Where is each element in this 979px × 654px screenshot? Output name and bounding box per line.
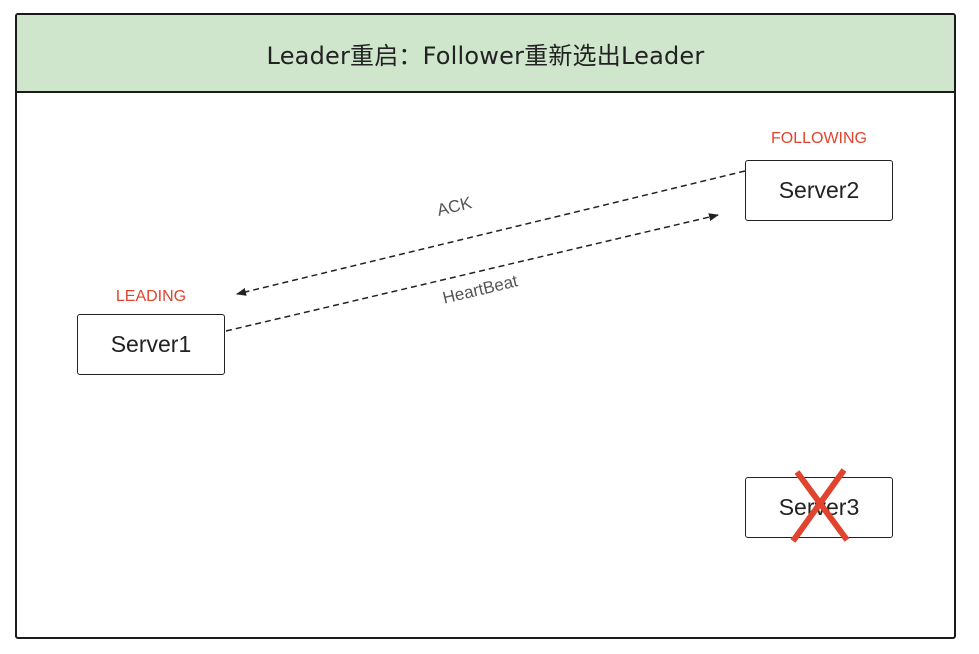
title-bar: Leader重启：Follower重新选出Leader [17,15,954,93]
server2-state-label: FOLLOWING [770,130,867,147]
diagram-title: Leader重启：Follower重新选出Leader [266,41,705,70]
heartbeat-arrow [225,213,719,332]
server2-node[interactable]: Server2 [745,160,893,221]
server3-node[interactable]: Server3 [745,477,893,538]
server1-node[interactable]: Server1 [77,314,225,375]
server3-label: Server3 [778,494,860,520]
server2-label: Server2 [778,177,860,203]
server1-state-label: LEADING [115,288,187,305]
ack-arrow [236,170,746,296]
server1-label: Server1 [110,331,192,357]
